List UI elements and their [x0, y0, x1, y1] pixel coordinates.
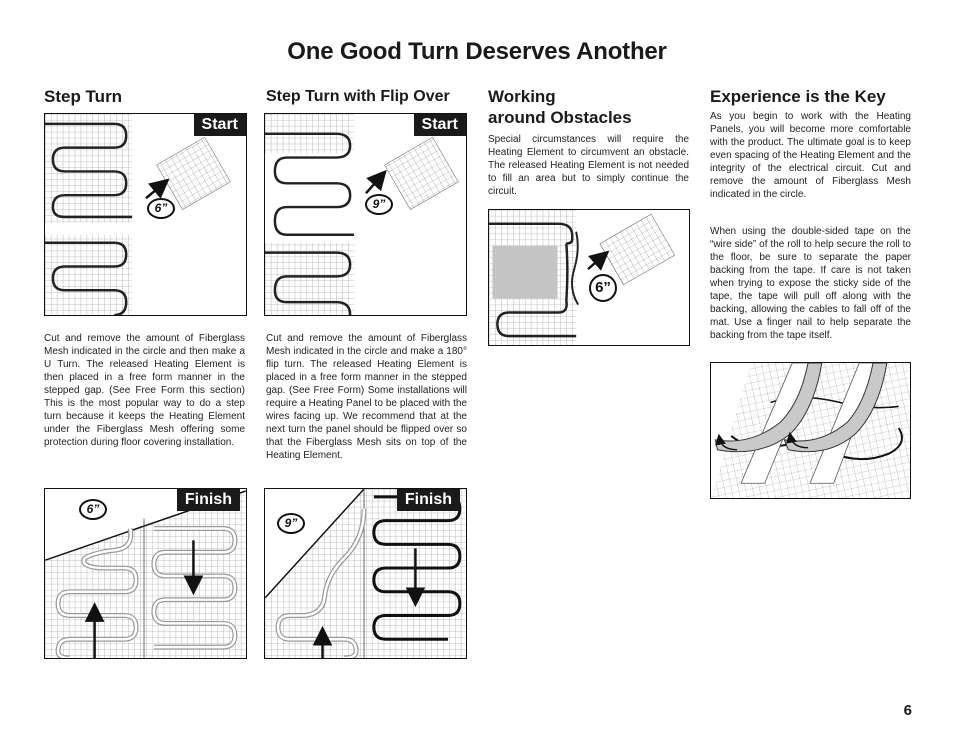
obstacles-heading-line2: around Obstacles [488, 108, 632, 127]
obstacles-figure: 6” [488, 209, 690, 346]
step-turn-flip-finish-figure: Finish 9” [264, 488, 467, 659]
gap-size-badge: 6” [589, 274, 617, 302]
gap-size-badge: 6” [147, 198, 175, 219]
step-turn-finish-figure: Finish 6” [44, 488, 247, 659]
gap-size-badge: 6” [79, 499, 107, 520]
gap-size-badge: 9” [365, 194, 393, 215]
obstacles-drawing [489, 210, 676, 345]
tape-drawing [711, 363, 910, 498]
start-tag: Start [413, 114, 466, 136]
step-turn-flip-start-drawing [265, 114, 459, 315]
obstacle-block [492, 245, 558, 299]
obstacles-text: Special circumstances will require the H… [488, 134, 689, 197]
step-turn-heading: Step Turn [44, 87, 123, 106]
experience-text-2: When using the double-sided tape on the … [710, 226, 911, 341]
experience-heading: Experience is the Key [710, 87, 886, 106]
step-turn-text: Cut and remove the amount of Fiberglass … [44, 333, 245, 448]
finish-tag: Finish [176, 489, 240, 511]
gap-size-badge: 9” [277, 513, 305, 534]
step-turn-start-figure: Start 6” [44, 113, 247, 316]
step-turn-finish-drawing [45, 490, 246, 658]
finish-tag: Finish [396, 489, 460, 511]
step-turn-flip-finish-drawing [265, 489, 466, 658]
step-turn-flip-start-figure: Start 9” [264, 113, 467, 316]
experience-text-1: As you begin to work with the Heating Pa… [710, 111, 911, 200]
step-turn-flip-text: Cut and remove the amount of Fiberglass … [266, 333, 467, 461]
obstacles-heading: Working around Obstacles [488, 86, 632, 128]
step-turn-flip-heading: Step Turn with Flip Over [266, 88, 450, 105]
page-title: One Good Turn Deserves Another [287, 38, 667, 65]
start-tag: Start [193, 114, 246, 136]
tape-illustration [710, 362, 911, 499]
page-number: 6 [903, 702, 912, 719]
obstacles-heading-line1: Working [488, 87, 556, 106]
step-turn-start-drawing [45, 114, 231, 315]
